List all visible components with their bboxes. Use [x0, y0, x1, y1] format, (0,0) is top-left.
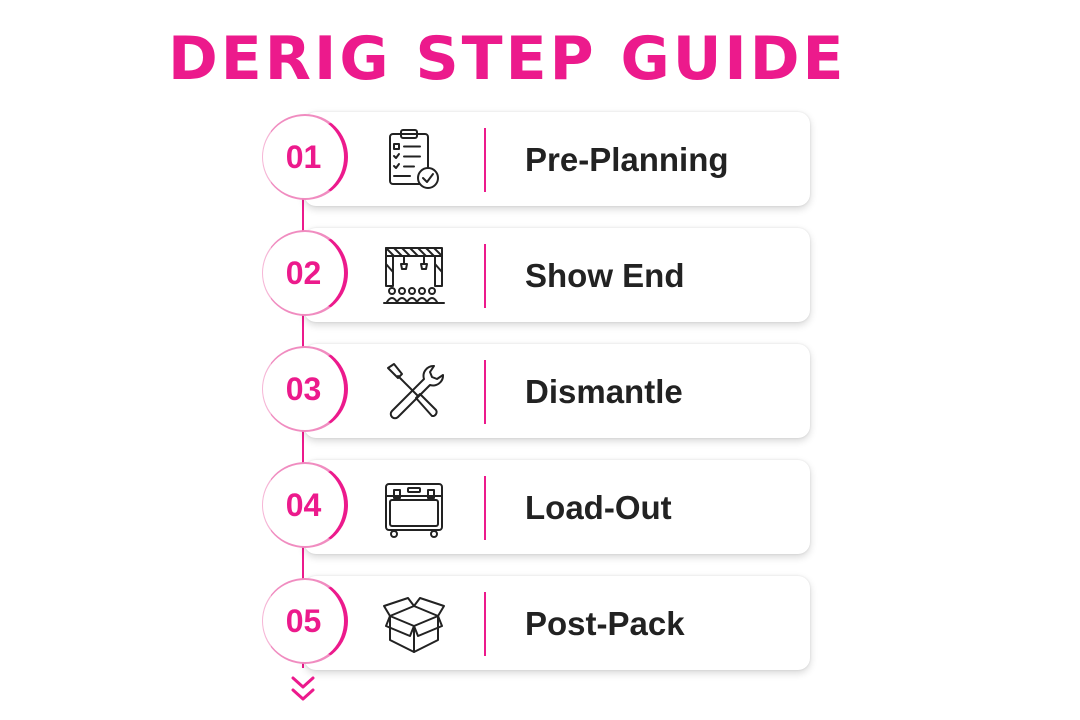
step-number-circle: 01 — [262, 114, 348, 200]
step-3: 03 Dismantle — [262, 344, 812, 440]
step-card — [304, 112, 810, 206]
step-2: 02 — [262, 228, 812, 324]
step-label: Dismantle — [525, 373, 683, 410]
stage-audience-icon — [380, 242, 448, 310]
step-number: 05 — [285, 602, 322, 639]
step-label: Post-Pack — [525, 605, 685, 642]
step-label: Load-Out — [525, 489, 672, 526]
wrench-screwdriver-icon — [380, 358, 448, 426]
step-card — [304, 344, 810, 438]
step-number: 03 — [285, 370, 322, 407]
step-divider — [484, 244, 486, 308]
chevron-down-icon — [287, 672, 319, 706]
step-number: 04 — [285, 486, 322, 523]
road-case-icon — [380, 474, 448, 542]
step-card — [304, 228, 810, 322]
step-number-circle: 03 — [262, 346, 348, 432]
step-divider — [484, 476, 486, 540]
step-card — [304, 576, 810, 670]
step-4: 04 Load-Out — [262, 460, 812, 556]
page-title: DERIG STEP GUIDE — [168, 24, 847, 94]
step-divider — [484, 592, 486, 656]
step-card — [304, 460, 810, 554]
step-number-circle: 05 — [262, 578, 348, 664]
step-label: Show End — [525, 257, 685, 294]
step-number: 01 — [285, 138, 322, 175]
step-number-circle: 04 — [262, 462, 348, 548]
step-number: 02 — [285, 254, 322, 291]
open-box-icon — [380, 590, 448, 658]
step-5: 05 Post-Pack — [262, 576, 812, 672]
clipboard-checklist-icon — [380, 126, 448, 194]
step-divider — [484, 360, 486, 424]
step-1: 01 Pre-Planning — [262, 112, 812, 208]
step-label: Pre-Planning — [525, 141, 729, 178]
step-number-circle: 02 — [262, 230, 348, 316]
step-divider — [484, 128, 486, 192]
